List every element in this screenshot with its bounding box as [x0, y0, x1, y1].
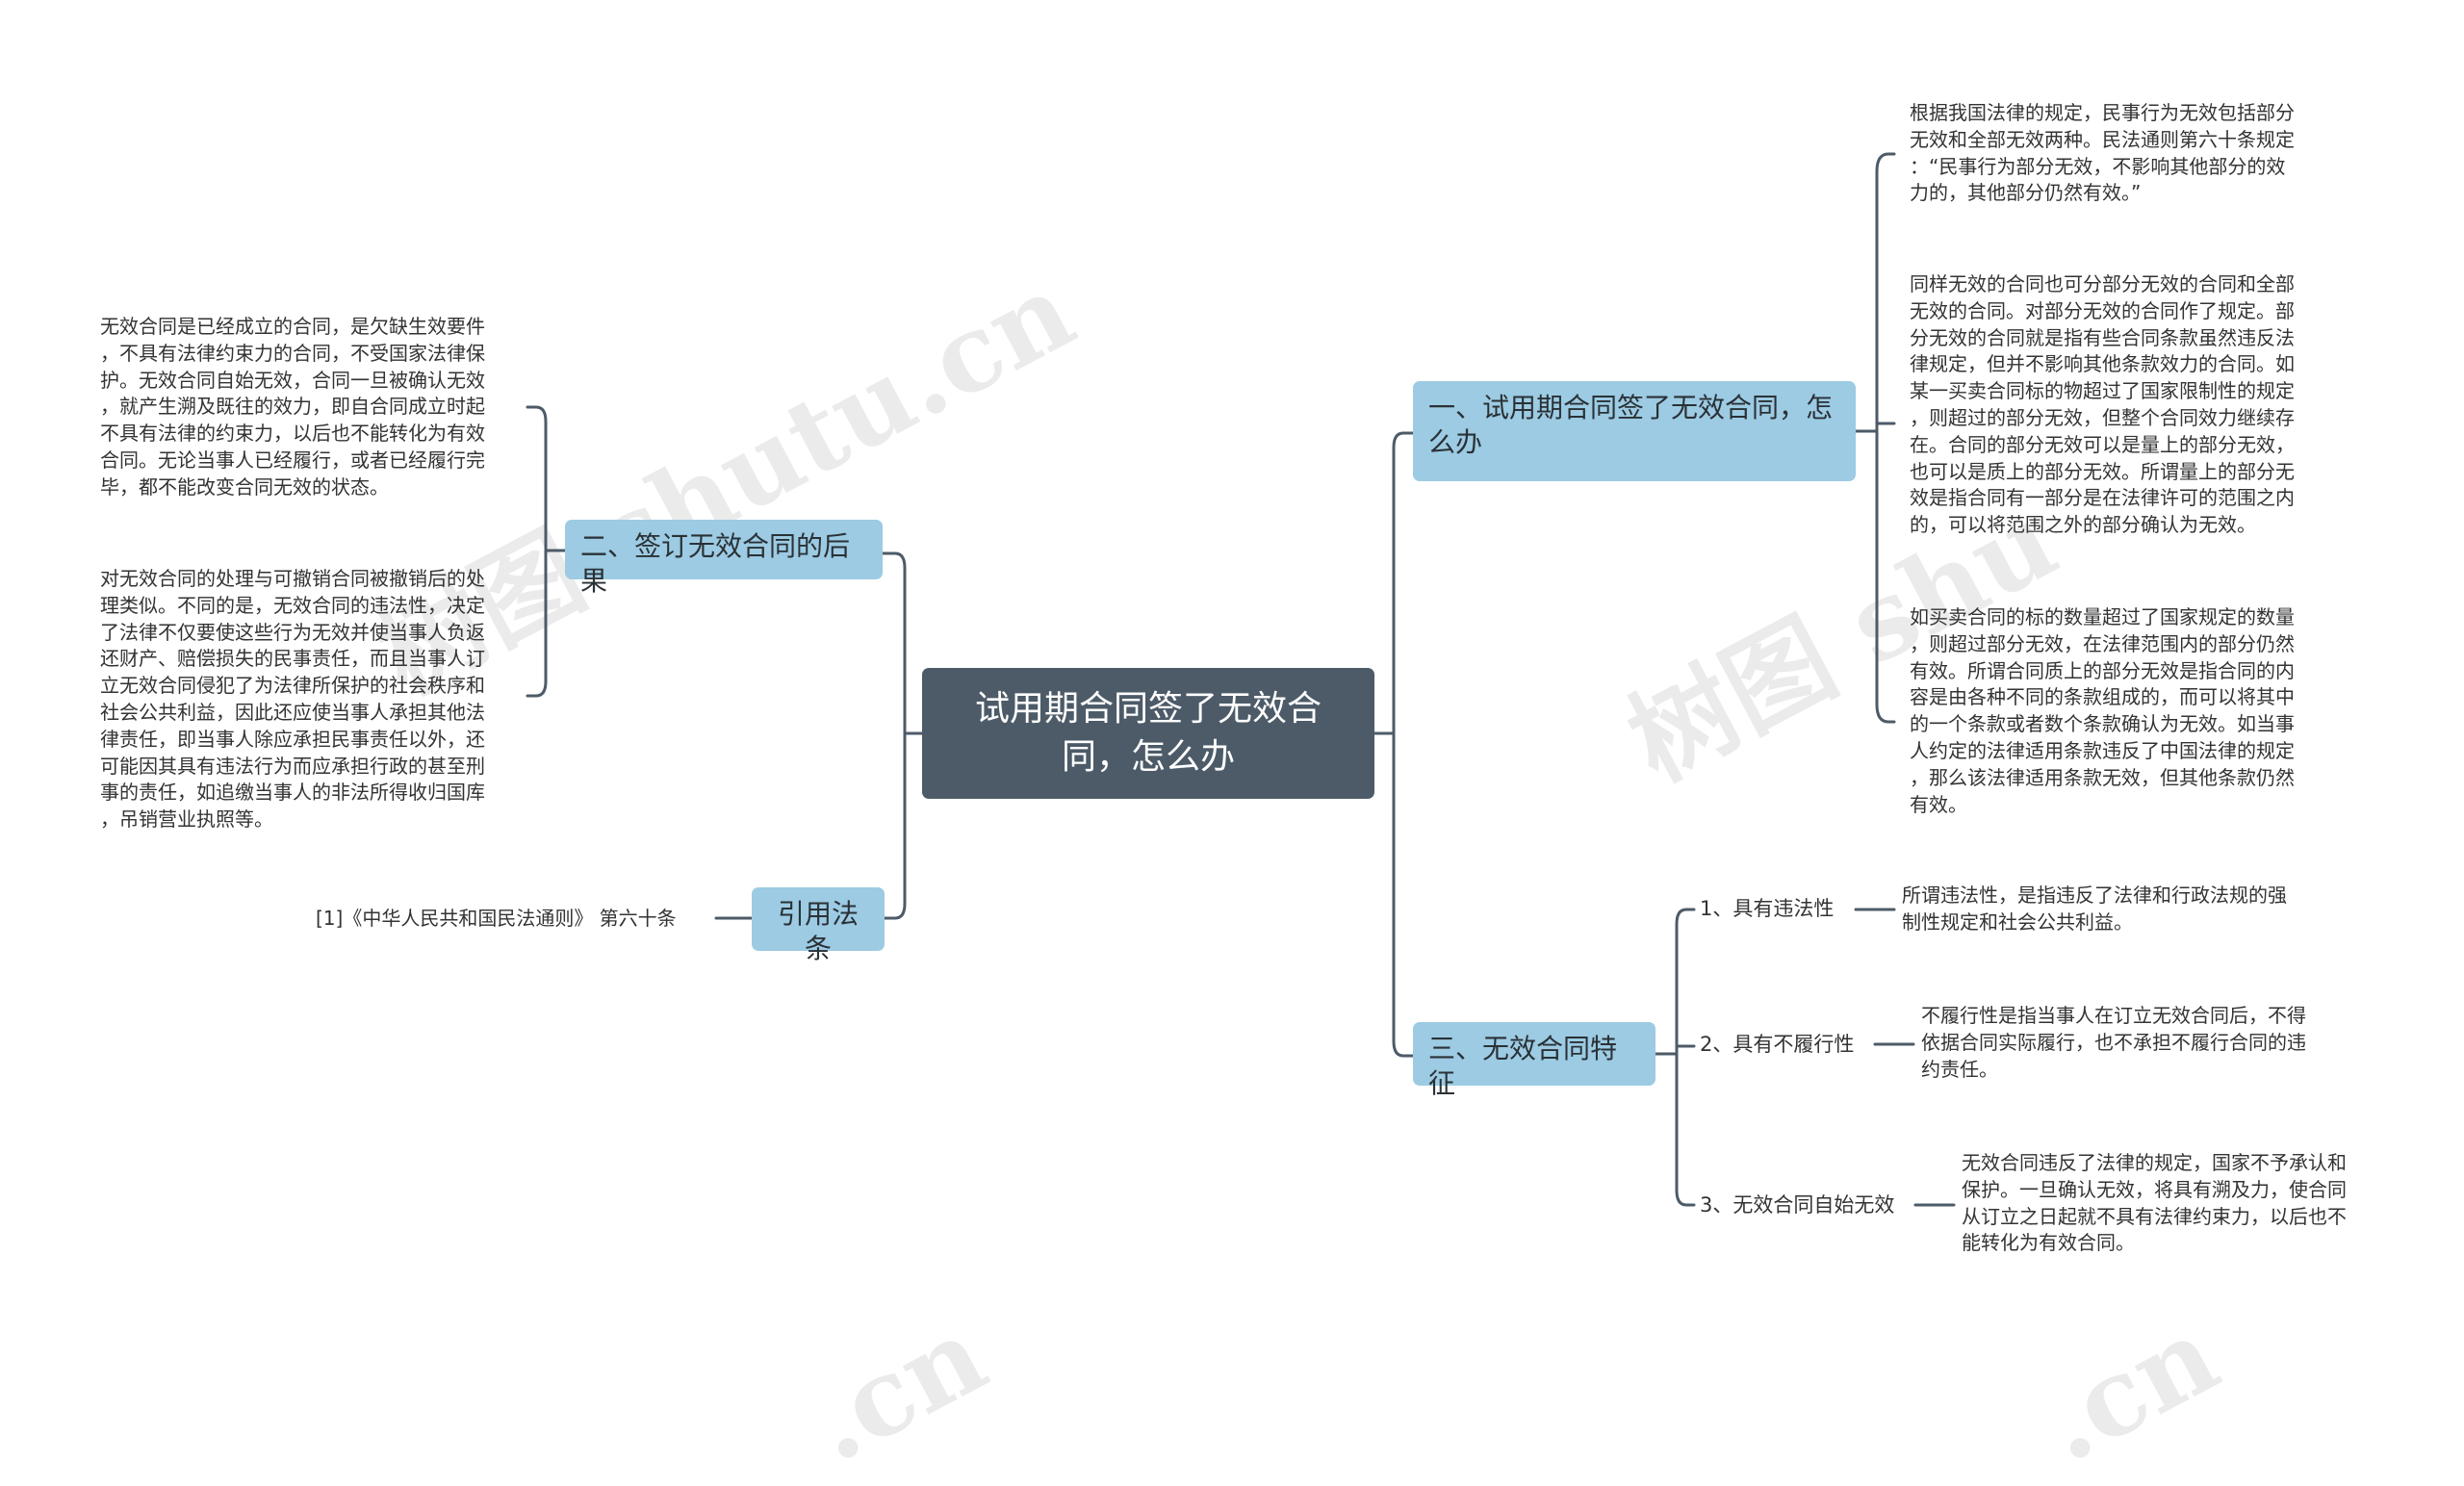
paragraph-quantity-quality: 如买卖合同的标的数量超过了国家规定的数量 ，则超过部分无效，在法律范围内的部分仍…	[1910, 605, 2295, 816]
citation-civil-law-article-60: [1]《中华人民共和国民法通则》 第六十条	[316, 907, 677, 930]
branch-features[interactable]: 三、无效合同特征	[1413, 1022, 1656, 1099]
feature-void-ab-initio[interactable]: 3、无效合同自始无效	[1700, 1193, 1895, 1217]
root-topic[interactable]: 试用期合同签了无效合同，怎么办	[922, 668, 1374, 799]
description-illegality: 所谓违法性，是指违反了法律和行政法规的强 制性规定和社会公共利益。	[1902, 884, 2287, 934]
connector-branch3-bracket	[1675, 908, 1696, 1207]
feature-non-performance[interactable]: 2、具有不履行性	[1700, 1033, 1855, 1056]
connector-branch1-bracket	[1875, 152, 1896, 724]
paragraph-partial-invalid-law: 根据我国法律的规定，民事行为无效包括部分 无效和全部无效两种。民法通则第六十条规…	[1910, 101, 2295, 205]
feature-illegality[interactable]: 1、具有违法性	[1700, 897, 1835, 920]
description-non-performance: 不履行性是指当事人在订立无效合同后，不得 依据合同实际履行，也不承担不履行合同的…	[1921, 1004, 2306, 1081]
paragraph-invalid-handling: 对无效合同的处理与可撤销合同被撤销后的处 理类似。不同的是，无效合同的违法性，决…	[100, 567, 485, 832]
branch-invalid-contract-handling[interactable]: 一、试用期合同签了无效合同，怎么办	[1413, 381, 1856, 481]
paragraph-invalid-definition: 无效合同是已经成立的合同，是欠缺生效要件 ，不具有法律约束力的合同，不受国家法律…	[100, 315, 485, 499]
connector-branch2-bracket	[526, 405, 548, 698]
connector-lines	[526, 152, 1956, 1207]
branch-citation[interactable]: 引用法条	[752, 887, 885, 964]
branch-consequences[interactable]: 二、签订无效合同的后果	[565, 520, 883, 597]
mindmap-canvas: 树图 shutu.cn 树图 shu .cn .cn	[100, 101, 2347, 1486]
connector-right-trunk	[1392, 431, 1415, 1058]
description-void-ab-initio: 无效合同违反了法律的规定，国家不予承认和 保护。一旦确认无效，将具有溯及力，使合…	[1962, 1151, 2347, 1255]
connector-left-trunk	[881, 551, 907, 920]
paragraph-partial-invalid-contract: 同样无效的合同也可分部分无效的合同和全部 无效的合同。对部分无效的合同作了规定。…	[1910, 272, 2295, 537]
